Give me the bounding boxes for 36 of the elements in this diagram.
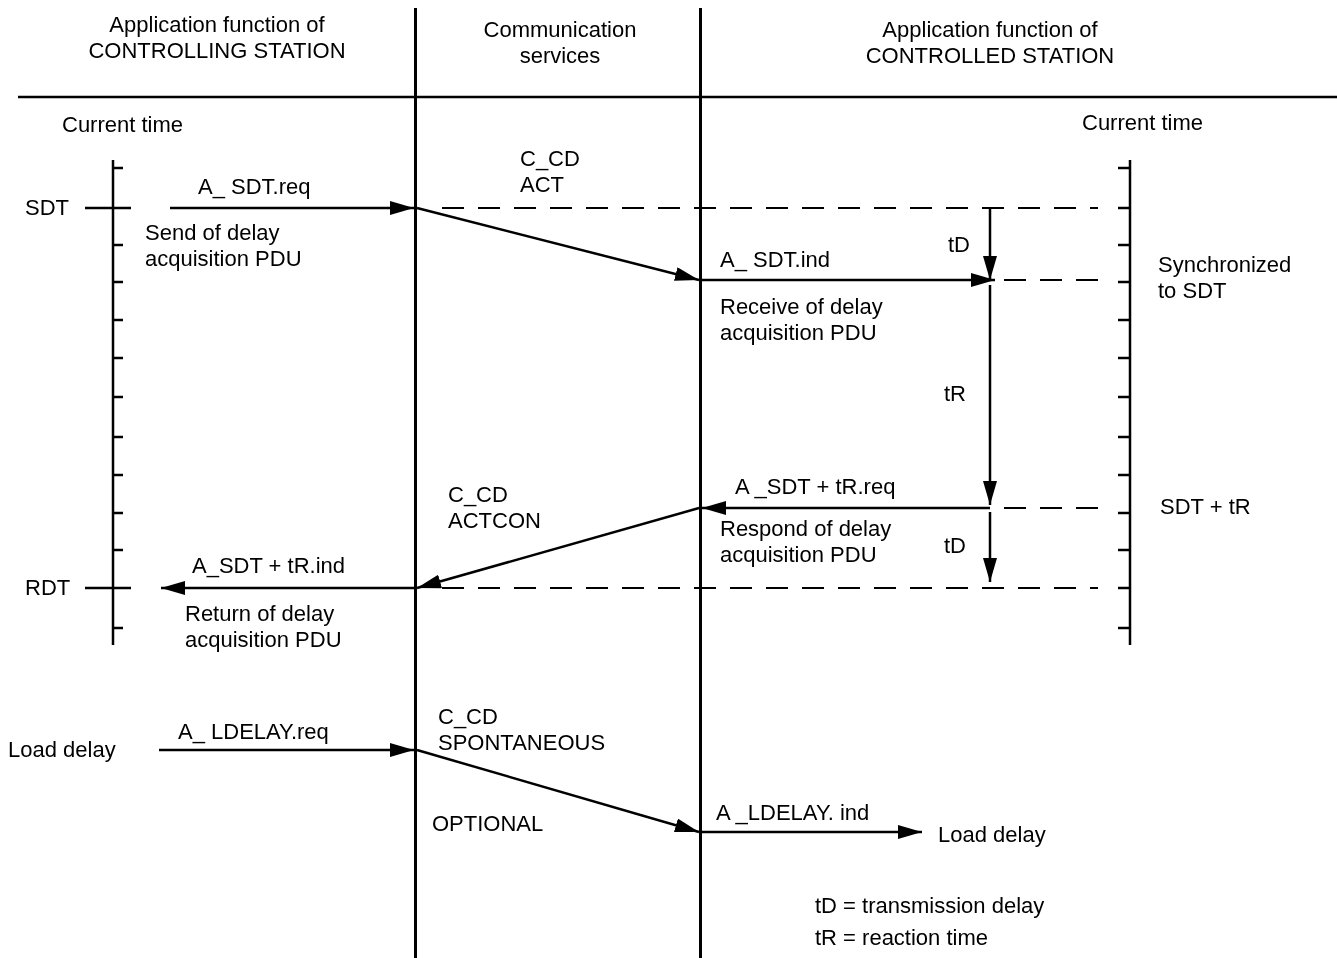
column-divider-line xyxy=(414,8,417,958)
annotation-text: tR = reaction time xyxy=(815,925,988,951)
annotation-text: Respond of delay acquisition PDU xyxy=(720,516,893,568)
annotation-text: tD xyxy=(944,533,966,559)
time-ruler xyxy=(85,160,131,645)
message-arrow xyxy=(702,501,990,515)
tick-label: RDT xyxy=(25,575,71,601)
annotation-text: Send of delay acquisition PDU xyxy=(145,220,303,272)
annotation-text: Return of delay acquisition PDU xyxy=(185,601,343,653)
message-arrow xyxy=(416,206,700,282)
event-label: Load delay xyxy=(938,822,1046,848)
column-divider-line xyxy=(699,8,702,958)
tick-label: SDT + tR xyxy=(1160,494,1251,520)
tick-label: Synchronized to SDT xyxy=(1158,252,1293,304)
event-label: Load delay xyxy=(8,737,116,763)
annotation-text: tR xyxy=(944,381,966,407)
message-arrow xyxy=(159,743,414,757)
annotation-text: tD xyxy=(948,232,970,258)
message-arrow xyxy=(702,825,922,839)
message-arrow xyxy=(416,748,700,834)
ruler-heading: Current time xyxy=(62,112,184,138)
message-arrow xyxy=(170,201,414,215)
annotation-text: C_CD ACT xyxy=(520,146,581,198)
message-arrow xyxy=(416,506,700,590)
annotation-text: OPTIONAL xyxy=(432,811,544,837)
column-heading: Application function of CONTROLLED STATION xyxy=(864,17,1116,69)
column-heading: Application function of CONTROLLING STATION xyxy=(87,12,347,64)
annotation-text: C_CD SPONTANEOUS xyxy=(438,704,607,756)
message-arrow xyxy=(702,273,995,287)
annotation-text: tD = transmission delay xyxy=(815,893,1045,919)
message-arrow xyxy=(161,581,414,595)
annotation-text: C_CD ACTCON xyxy=(448,482,542,534)
column-heading: Communication services xyxy=(482,17,638,69)
tick-label: SDT xyxy=(25,195,69,221)
annotation-text: Receive of delay acquisition PDU xyxy=(720,294,884,346)
ruler-heading: Current time xyxy=(1082,110,1204,136)
